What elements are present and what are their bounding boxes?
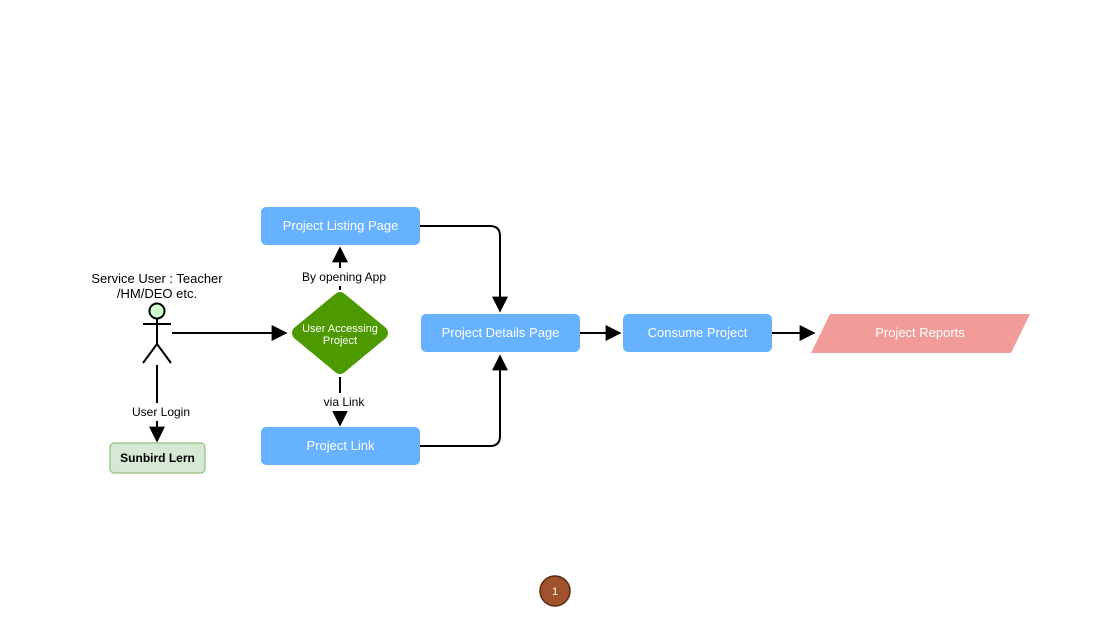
node-consume-project[interactable]: Consume Project (623, 314, 772, 352)
actor-label-line2: /HM/DEO etc. (117, 286, 197, 301)
actor-label-line1: Service User : Teacher (91, 271, 223, 286)
node-project-listing-label: Project Listing Page (283, 218, 399, 233)
actor-service-user[interactable]: Service User : Teacher /HM/DEO etc. (91, 271, 223, 364)
node-project-link-label: Project Link (307, 438, 375, 453)
edge-labels: User Login By opening App via Link (128, 268, 392, 421)
page-number-badge[interactable]: 1 (539, 575, 571, 607)
node-consume-project-label: Consume Project (648, 325, 748, 340)
node-project-details-page[interactable]: Project Details Page (421, 314, 580, 352)
node-decision-user-accessing[interactable]: User Accessing Project (292, 292, 388, 374)
node-sunbird-lern-label: Sunbird Lern (120, 451, 195, 465)
node-project-reports[interactable]: Project Reports (811, 314, 1030, 353)
edge-label-app: By opening App (302, 270, 386, 284)
stick-figure-icon (142, 318, 172, 364)
edge-label-login: User Login (132, 405, 190, 419)
node-project-listing-page[interactable]: Project Listing Page (261, 207, 420, 245)
edge-listing-to-details (420, 225, 508, 313)
page-number-label: 1 (552, 586, 558, 598)
actor-head-icon (148, 302, 166, 320)
node-project-reports-label: Project Reports (875, 325, 965, 340)
node-project-details-label: Project Details Page (442, 325, 560, 340)
node-decision-label-line2: Project (323, 335, 357, 347)
edge-link-to-details (420, 354, 508, 447)
node-project-link[interactable]: Project Link (261, 427, 420, 465)
node-decision-label-line1: User Accessing (302, 323, 378, 335)
edge-label-via-link: via Link (324, 395, 366, 409)
node-sunbird-lern[interactable]: Sunbird Lern (109, 442, 206, 474)
